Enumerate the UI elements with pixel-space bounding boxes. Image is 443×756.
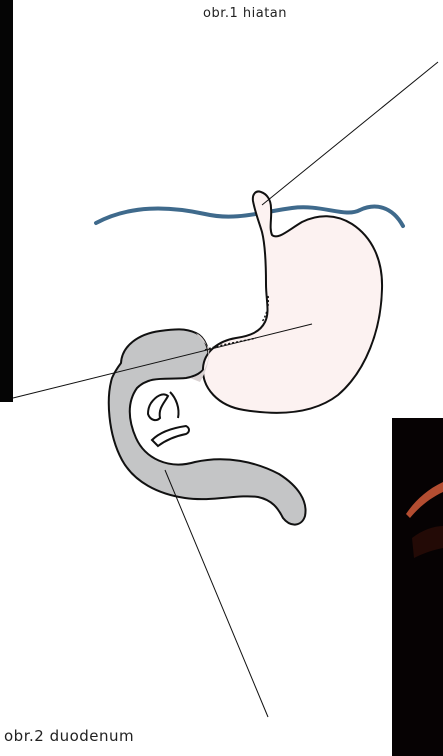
inner-fold-1: [148, 394, 168, 420]
photo-highlight: [406, 482, 443, 518]
pointer-line-duodenum: [165, 470, 268, 717]
inner-fold-2: [152, 426, 189, 446]
right-photo-edge: [392, 418, 443, 756]
stomach-shape: [203, 191, 382, 412]
caption-duodenum: obr.2 duodenum: [4, 727, 134, 745]
pointer-line-hiatus: [262, 62, 438, 205]
inner-fold-3: [170, 392, 179, 418]
photo-shadow: [412, 526, 443, 558]
diaphragm-line: [96, 207, 403, 226]
